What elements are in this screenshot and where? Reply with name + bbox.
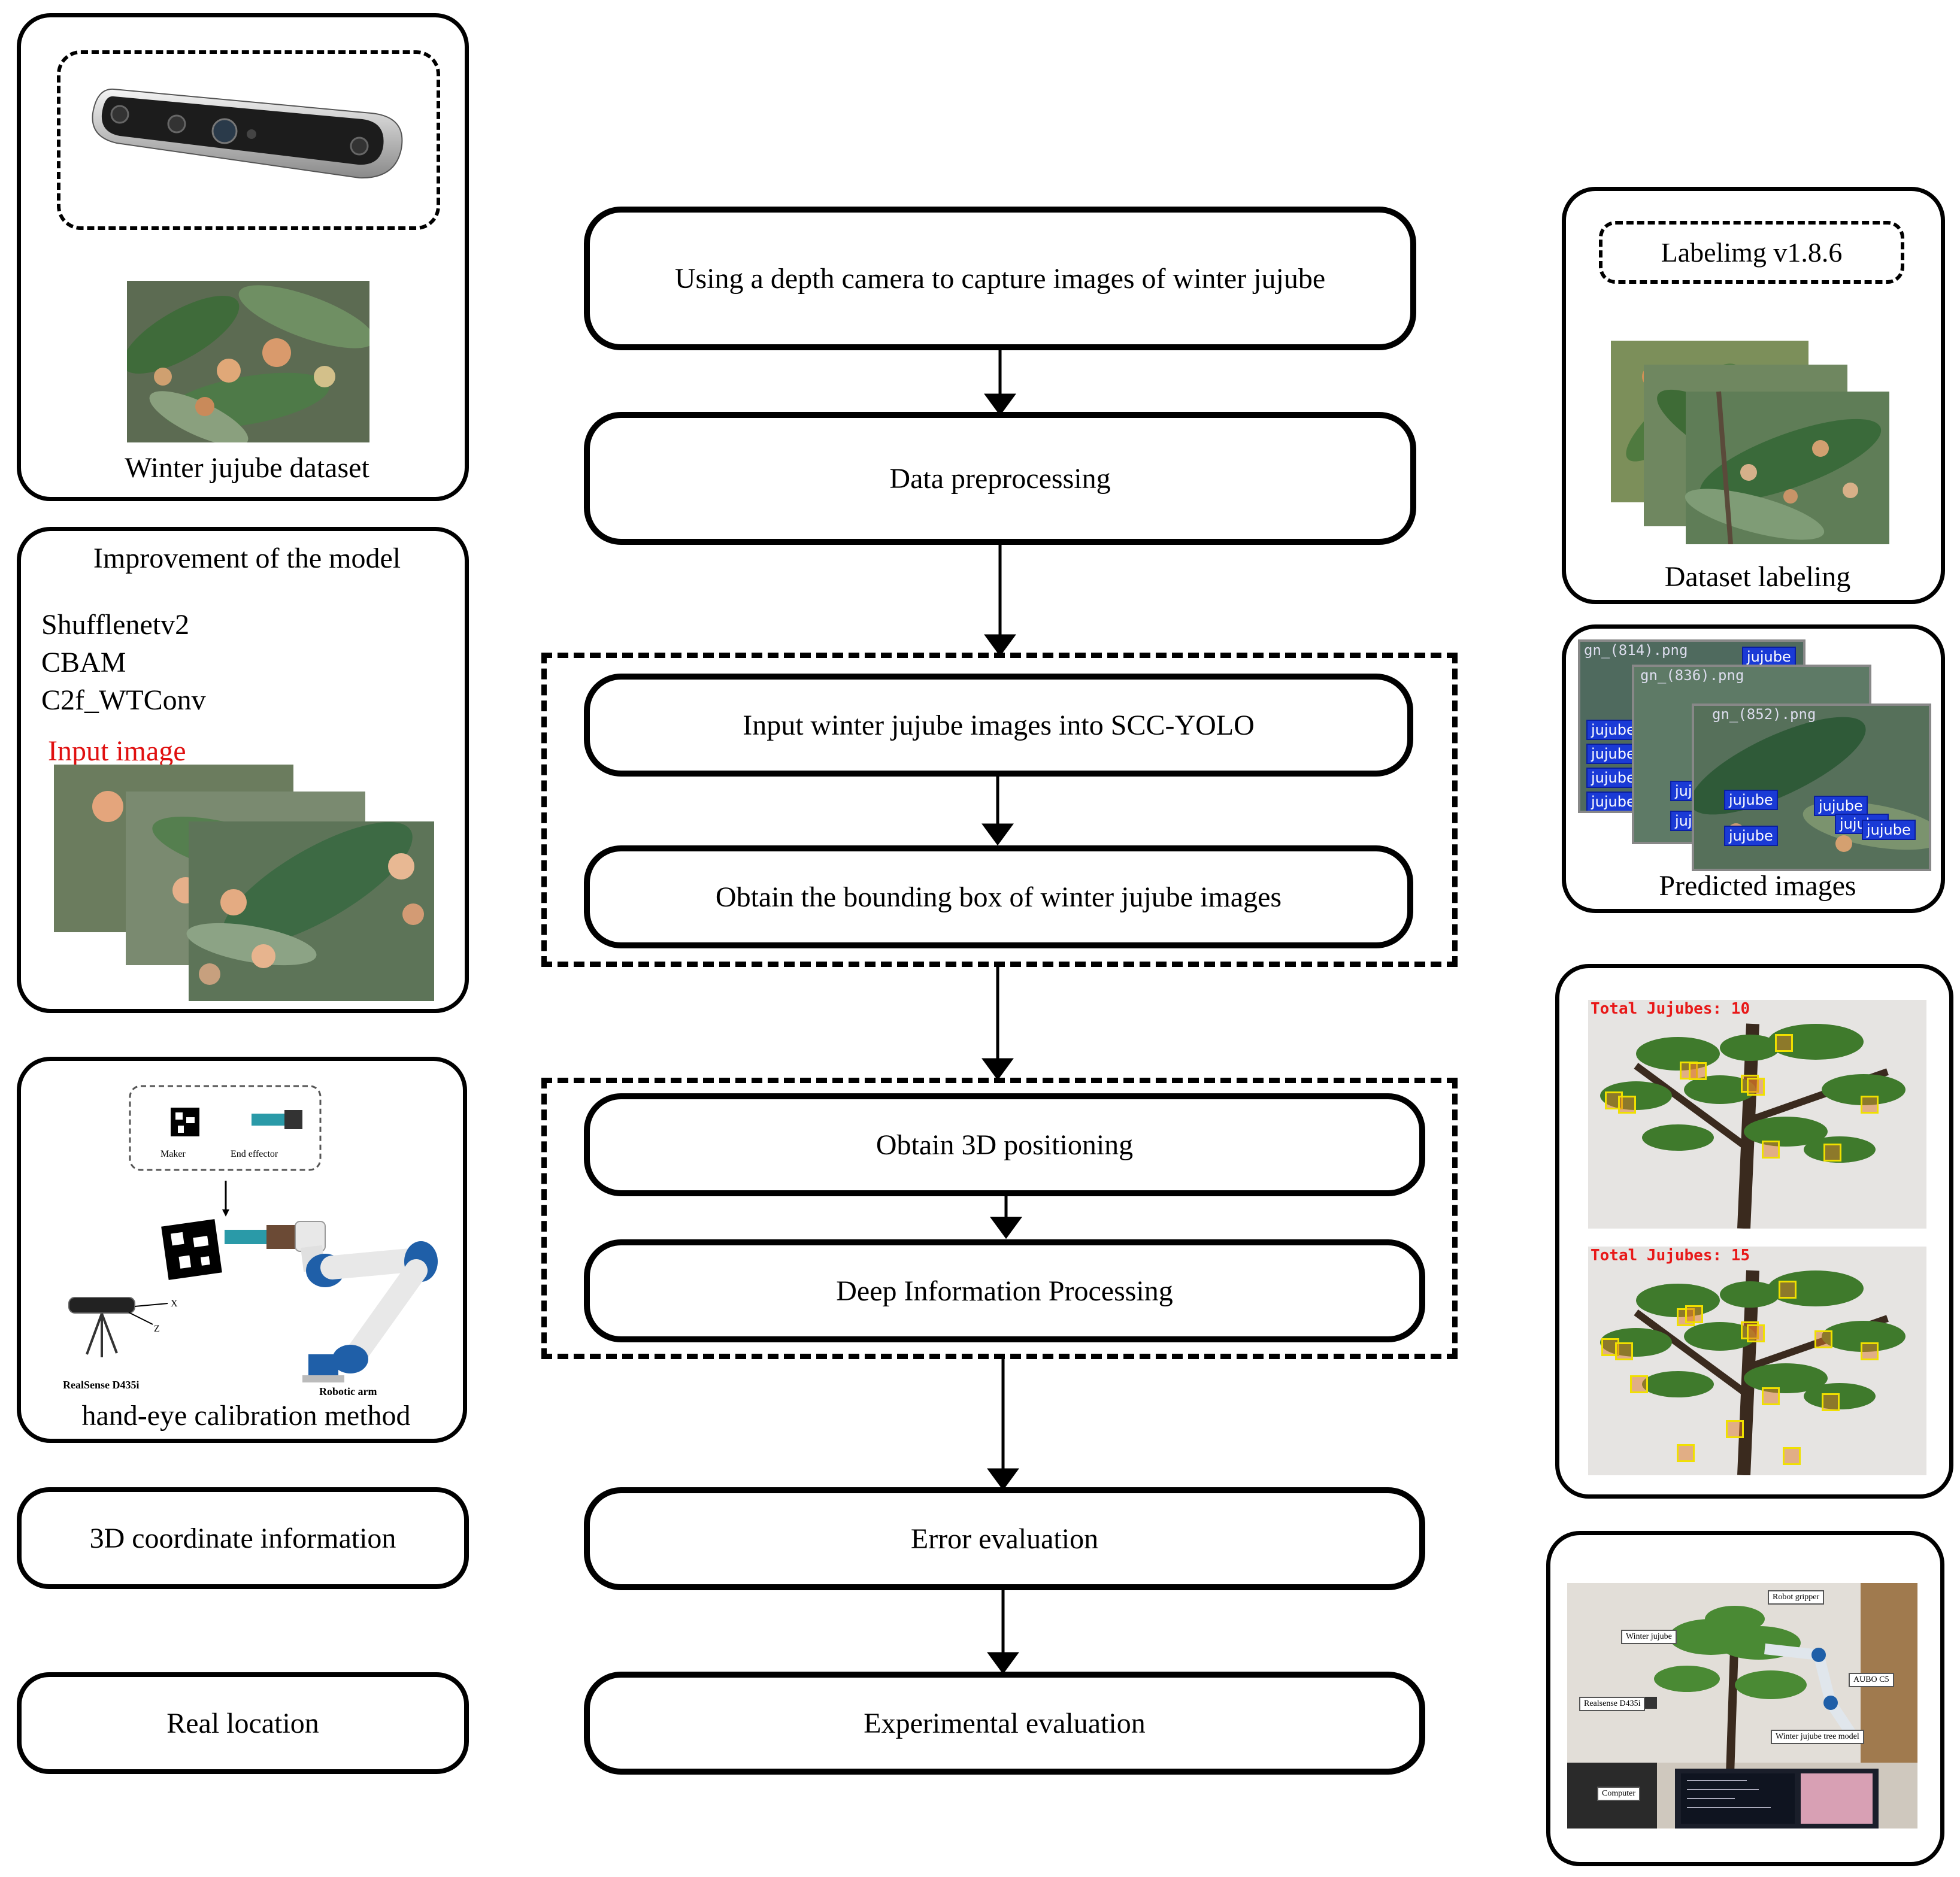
step-data-preprocessing: Data preprocessing	[584, 412, 1416, 545]
svg-text:Z: Z	[154, 1324, 160, 1334]
pred-image-front: gn_(852).png jujube jujube jujube jujube…	[1692, 704, 1931, 871]
svg-text:X: X	[171, 1299, 178, 1309]
callout-aubo: AUBO C5	[1849, 1673, 1894, 1687]
callout-realsense: Realsense D435i	[1579, 1697, 1646, 1711]
coordinate-info-box: 3D coordinate information	[17, 1487, 469, 1589]
step-capture-label: Using a depth camera to capture images o…	[674, 262, 1326, 295]
predicted-images-panel: gn_(814).png jujube jujube jujube jujube…	[1562, 624, 1945, 913]
svg-text:RealSense D435i: RealSense D435i	[63, 1379, 140, 1391]
step-error-evaluation: Error evaluation	[584, 1487, 1425, 1590]
model-title: Improvement of the model	[93, 542, 401, 574]
callout-robot-gripper: Robot gripper	[1768, 1590, 1825, 1605]
step-bounding-box: Obtain the bounding box of winter jujube…	[584, 845, 1413, 948]
module-shufflenet: Shufflenetv2	[41, 609, 190, 641]
labelimg-box: Labelimg v1.8.6	[1599, 221, 1904, 284]
model-improvement-panel: Improvement of the model Shufflenetv2 CB…	[17, 527, 469, 1013]
step-3d-positioning: Obtain 3D positioning	[584, 1093, 1425, 1196]
real-location-box: Real location	[17, 1672, 469, 1774]
aruco-marker-icon	[171, 1108, 199, 1136]
step-capture-images: Using a depth camera to capture images o…	[584, 207, 1416, 350]
labelimg-label: Labelimg v1.8.6	[1661, 237, 1843, 268]
labeled-image-stack	[1611, 341, 1889, 544]
depth-camera-icon	[92, 88, 403, 179]
predicted-images-label: Predicted images	[1659, 870, 1856, 902]
step-experimental-label: Experimental evaluation	[864, 1707, 1146, 1739]
step-depth-processing: Deep Information Processing	[584, 1239, 1425, 1342]
step-preprocess-label: Data preprocessing	[889, 462, 1111, 495]
step-input-label: Input winter jujube images into SCC-YOLO	[743, 709, 1255, 741]
robotic-arm-icon	[225, 1221, 438, 1382]
step-input-scc-yolo: Input winter jujube images into SCC-YOLO	[584, 674, 1413, 777]
count-image-top: Total Jujubes: 10	[1588, 1000, 1926, 1229]
module-cbam: CBAM	[41, 647, 126, 678]
input-image-label: Input image	[48, 735, 186, 767]
coordinate-info-label: 3D coordinate information	[89, 1522, 396, 1554]
dataset-labeling-panel: Labelimg v1.8.6 Dataset labeling	[1562, 187, 1945, 604]
camera-frame	[57, 50, 440, 230]
count-image-bottom: Total Jujubes: 15	[1588, 1247, 1926, 1475]
positioning-group-frame	[541, 1078, 1458, 1359]
module-c2f-wtconv: C2f_WTConv	[41, 684, 206, 716]
hand-eye-calibration-panel: Maker End effector	[17, 1057, 467, 1443]
experiment-setup-panel: Robot gripper Winter jujube AUBO C5 Real…	[1546, 1531, 1944, 1866]
dataset-label: Winter jujube dataset	[125, 452, 369, 484]
callout-winter-jujube: Winter jujube	[1621, 1630, 1677, 1644]
module-list: Shufflenetv2 CBAM C2f_WTConv	[41, 606, 206, 719]
realsense-camera-icon	[68, 1297, 168, 1357]
setup-photo: Robot gripper Winter jujube AUBO C5 Real…	[1567, 1583, 1917, 1829]
svg-text:End effector: End effector	[231, 1149, 278, 1159]
large-aruco-marker-icon	[161, 1219, 222, 1280]
step-depth-label: Deep Information Processing	[836, 1275, 1173, 1307]
svg-text:Maker: Maker	[160, 1149, 186, 1159]
end-effector-icon	[252, 1110, 302, 1129]
svg-text:Robotic arm: Robotic arm	[319, 1385, 377, 1396]
step-error-label: Error evaluation	[910, 1523, 1099, 1555]
count-bottom-text: Total Jujubes: 15	[1591, 1247, 1750, 1265]
step-3d-label: Obtain 3D positioning	[876, 1129, 1134, 1161]
input-image-stack	[54, 765, 434, 1001]
detection-group-frame	[541, 653, 1458, 967]
dataset-labeling-label: Dataset labeling	[1664, 561, 1851, 593]
step-bbox-label: Obtain the bounding box of winter jujube…	[715, 881, 1282, 913]
calibration-label: hand-eye calibration method	[81, 1400, 411, 1432]
dataset-panel: Winter jujube dataset	[17, 13, 469, 501]
callout-computer: Computer	[1597, 1787, 1640, 1801]
jujube-photo	[127, 281, 369, 442]
calibration-diagram: Maker End effector	[63, 1085, 438, 1396]
real-location-label: Real location	[166, 1707, 319, 1739]
step-experimental-evaluation: Experimental evaluation	[584, 1672, 1425, 1775]
count-results-panel: Total Jujubes: 10 Total Jujubes: 15	[1555, 964, 1953, 1499]
callout-tree-model: Winter jujube tree model	[1771, 1730, 1864, 1744]
count-top-text: Total Jujubes: 10	[1591, 1000, 1750, 1018]
